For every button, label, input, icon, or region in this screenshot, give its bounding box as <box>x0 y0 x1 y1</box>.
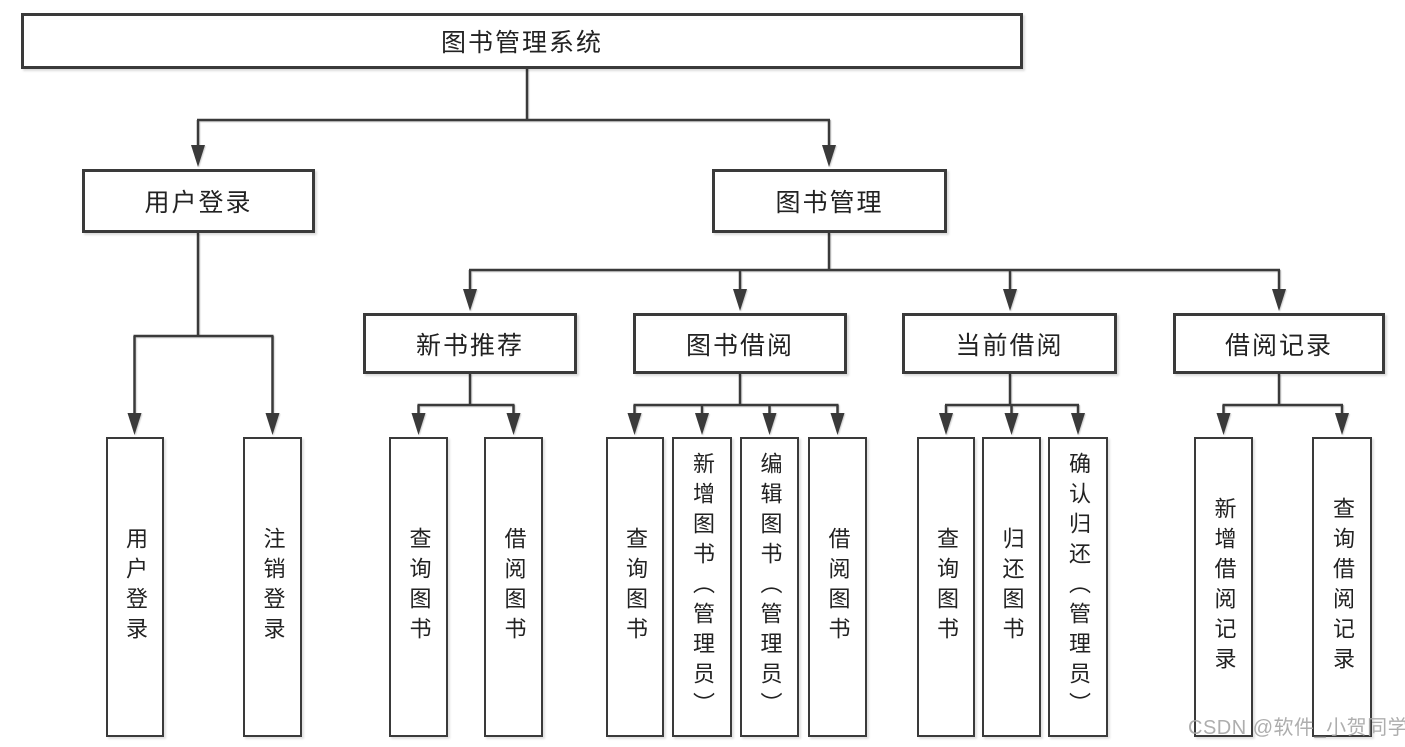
arrowhead <box>627 413 642 435</box>
node-book-management: 图书管理 <box>712 169 947 233</box>
leaf-label: 注销登录 <box>260 527 286 647</box>
leaf-confirm-return-admin: 确认归还（管理员） <box>1048 437 1108 737</box>
node-label: 当前借阅 <box>955 331 1064 360</box>
node-new-book-recommend: 新书推荐 <box>363 313 577 374</box>
node-label: 图书管理系统 <box>440 29 603 57</box>
connector-book-borrow-to-leaves <box>627 374 845 435</box>
node-label: 图书管理 <box>775 189 884 217</box>
leaf-edit-books-admin: 编辑图书（管理员） <box>740 437 799 737</box>
connector-user-login-to-leaves <box>127 233 280 435</box>
leaf-label: 新增借阅记录 <box>1211 497 1237 677</box>
leaf-add-books-admin: 新增图书（管理员） <box>672 437 732 737</box>
leaf-label: 借阅图书 <box>501 527 527 647</box>
leaf-query-books-3: 查询图书 <box>917 437 975 737</box>
node-label: 图书借阅 <box>685 331 794 360</box>
arrowhead <box>127 413 142 435</box>
leaf-label: 查询图书 <box>623 527 648 647</box>
arrowhead <box>506 413 521 435</box>
node-library-system: 图书管理系统 <box>21 13 1023 69</box>
arrowhead <box>1003 289 1017 311</box>
arrowhead <box>411 413 426 435</box>
connector-current-borrow-to-leaves <box>939 374 1085 435</box>
node-label: 借阅记录 <box>1224 331 1333 360</box>
leaf-label: 归还图书 <box>999 527 1025 647</box>
arrowhead <box>191 145 205 167</box>
node-user-login: 用户登录 <box>82 169 315 233</box>
arrowhead <box>939 413 953 435</box>
arrowhead <box>733 289 747 311</box>
connector-borrow-records-to-leaves <box>1216 374 1349 435</box>
connector-new-books-to-leaves <box>411 374 521 435</box>
leaf-query-borrow-record: 查询借阅记录 <box>1312 437 1372 737</box>
arrowhead <box>463 289 477 311</box>
leaf-label: 新增图书（管理员） <box>690 452 715 722</box>
leaf-label: 查询图书 <box>934 527 959 647</box>
leaf-label: 借阅图书 <box>825 527 851 647</box>
node-label: 新书推荐 <box>415 331 524 360</box>
leaf-return-books: 归还图书 <box>982 437 1041 737</box>
leaf-add-borrow-record: 新增借阅记录 <box>1194 437 1253 737</box>
arrowhead <box>695 413 709 435</box>
arrowhead <box>265 413 280 435</box>
leaf-logout: 注销登录 <box>243 437 302 737</box>
leaf-borrow-books-1: 借阅图书 <box>484 437 543 737</box>
arrowhead <box>1216 413 1231 435</box>
leaf-label: 用户登录 <box>123 527 148 647</box>
leaf-label: 确认归还（管理员） <box>1066 452 1091 722</box>
connector-root-to-level2 <box>191 68 836 167</box>
node-book-borrow: 图书借阅 <box>633 313 847 374</box>
leaf-user-login: 用户登录 <box>106 437 164 737</box>
node-borrow-records: 借阅记录 <box>1173 313 1385 374</box>
arrowhead <box>1004 413 1019 435</box>
leaf-borrow-books-2: 借阅图书 <box>808 437 867 737</box>
arrowhead <box>762 413 777 435</box>
arrowhead <box>830 413 845 435</box>
csdn-watermark: CSDN @软件_小贺同学 <box>1188 717 1405 739</box>
leaf-label: 查询借阅记录 <box>1330 497 1355 677</box>
leaf-label: 编辑图书（管理员） <box>757 452 783 722</box>
node-label: 用户登录 <box>144 189 253 217</box>
node-current-borrow: 当前借阅 <box>902 313 1117 374</box>
leaf-query-books-1: 查询图书 <box>389 437 448 737</box>
leaf-label: 查询图书 <box>406 527 432 647</box>
leaf-query-books-2: 查询图书 <box>606 437 664 737</box>
arrowhead <box>1335 413 1349 435</box>
arrowhead <box>822 145 836 167</box>
arrowhead <box>1272 289 1286 311</box>
arrowhead <box>1071 413 1085 435</box>
connector-book-mgmt-to-level3 <box>463 233 1286 311</box>
